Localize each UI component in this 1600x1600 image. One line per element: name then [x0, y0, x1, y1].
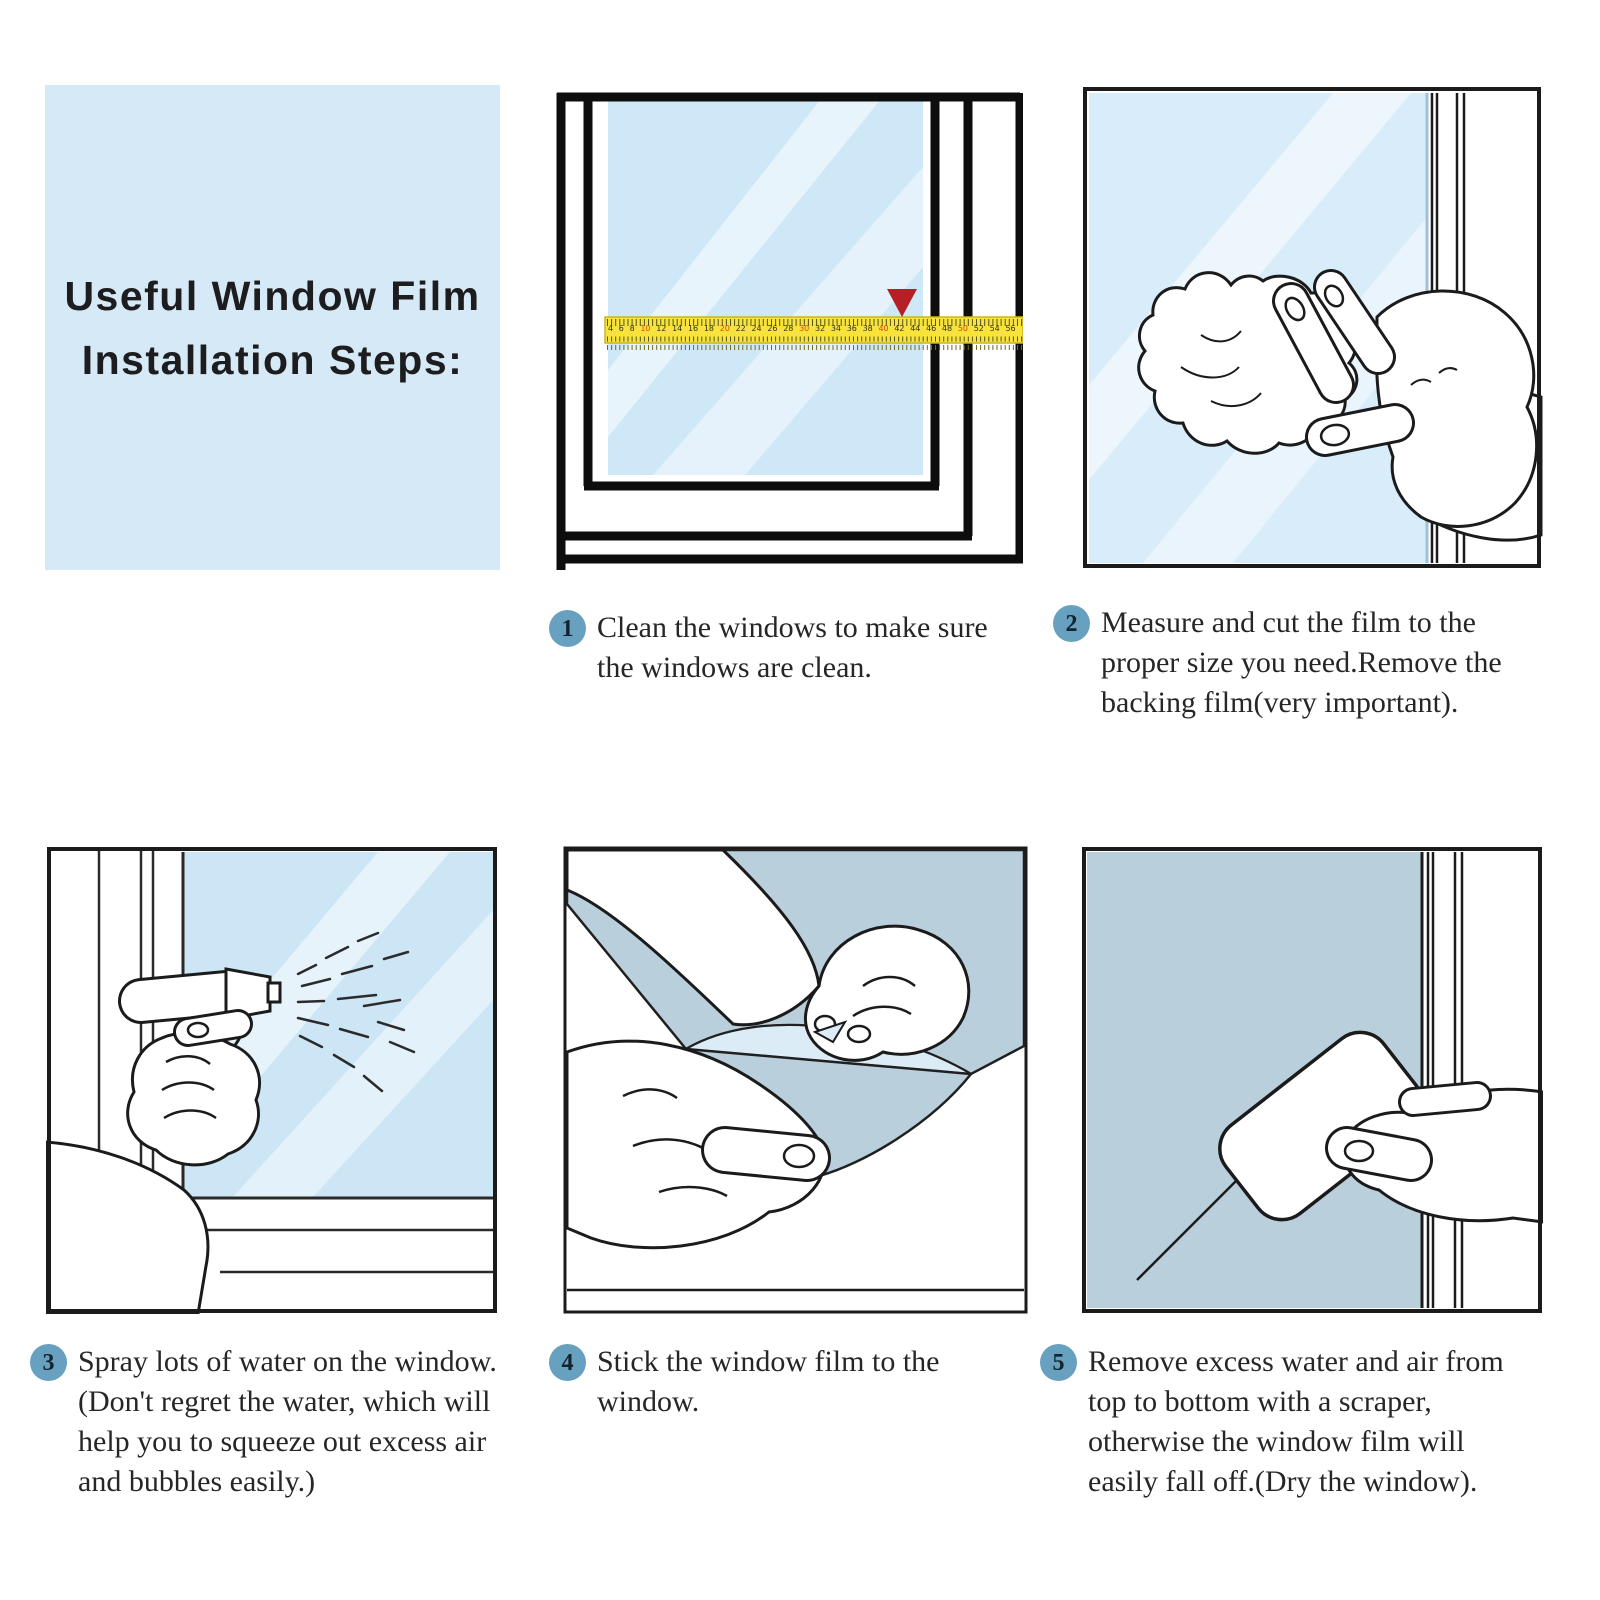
red-marker-icon: [887, 289, 917, 317]
panel-border: [1083, 87, 1541, 568]
peel-film-svg: [563, 846, 1028, 1314]
illustration-clean-window: [1081, 85, 1543, 570]
clean-window-svg: [1083, 87, 1543, 568]
arm: [46, 1140, 210, 1314]
pinching-hand: [803, 924, 971, 1062]
step-2-badge: 2: [1053, 605, 1090, 642]
panel-border: [47, 847, 497, 1313]
step-5-badge: 5: [1040, 1344, 1077, 1381]
scrape-track-line: [1136, 1177, 1240, 1281]
spray-mist: [296, 931, 416, 1093]
hand-holding-scraper: [1325, 1081, 1543, 1224]
scrape-window-svg: [1082, 847, 1543, 1313]
thumb: [1305, 403, 1415, 457]
window-frame: [1420, 852, 1464, 1308]
step-3-caption: 3 Spray lots of water on the window.(Don…: [30, 1342, 497, 1502]
spray-window-svg: [46, 847, 497, 1314]
hand-palm: [1375, 289, 1539, 528]
panel-border: [563, 846, 1028, 1314]
step-1-badge: 1: [549, 610, 586, 647]
step-4-badge: 4: [549, 1344, 586, 1381]
measure-window-svg: [556, 92, 1023, 570]
cloth-wrinkles: [1180, 330, 1262, 408]
fingers: [1272, 269, 1396, 404]
glass-pane: [608, 97, 923, 475]
illustration-peel-film: [563, 846, 1028, 1314]
panel-border: [1082, 847, 1542, 1313]
measuring-tape: [604, 316, 1023, 350]
step-3-badge: 3: [30, 1344, 67, 1381]
pulling-hand: [565, 1039, 831, 1250]
hand-grip: [126, 1009, 262, 1167]
illustration-spray-window: [46, 846, 498, 1314]
arm: [565, 848, 821, 1027]
step-3-text: Spray lots of water on the window.(Don't…: [78, 1345, 497, 1498]
knuckle-lines: [1410, 367, 1458, 386]
illustration-scrape-window: [1081, 846, 1543, 1314]
spray-bottle: [118, 967, 282, 1061]
